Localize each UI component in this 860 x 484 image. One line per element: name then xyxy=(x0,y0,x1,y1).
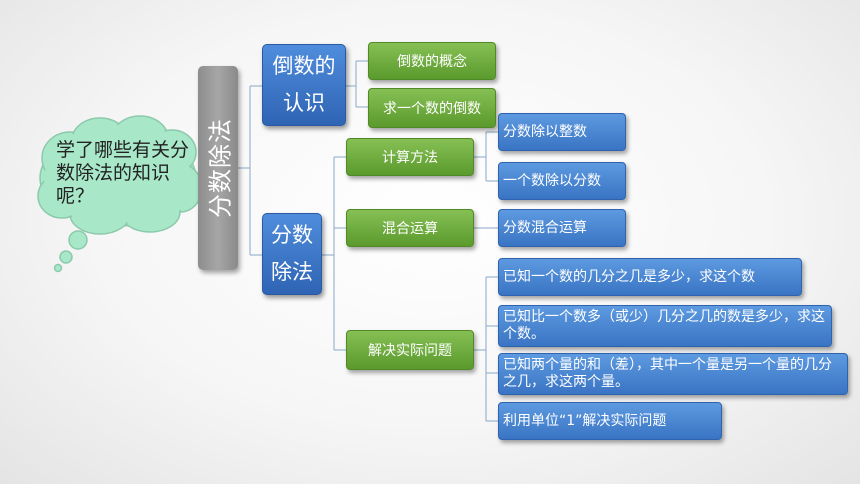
bubble-dot-small xyxy=(53,263,63,273)
leaf-number-div-fraction-label: 一个数除以分数 xyxy=(503,172,601,189)
root-node: 分数除法 xyxy=(198,66,238,270)
leaf-problem-1: 已知一个数的几分之几是多少，求这个数 xyxy=(498,258,802,296)
branch-fraction-division-label: 分数除法 xyxy=(271,223,313,284)
topic-word-problems-label: 解决实际问题 xyxy=(368,343,452,359)
leaf-problem-2: 已知比一个数多（或少）几分之几的数是多少，求这个数。 xyxy=(498,305,832,347)
leaf-problem-3: 已知两个量的和（差），其中一个量是另一个量的几分之几，求这两个量。 xyxy=(498,353,848,395)
branch-reciprocal: 倒数的认识 xyxy=(262,44,346,126)
leaf-problem-1-label: 已知一个数的几分之几是多少，求这个数 xyxy=(503,268,755,285)
topic-mixed-operations-label: 混合运算 xyxy=(382,221,438,237)
node-reciprocal-concept-label: 倒数的概念 xyxy=(397,54,467,70)
node-find-reciprocal: 求一个数的倒数 xyxy=(368,88,496,128)
question-text: 学了哪些有关分数除法的知识呢？ xyxy=(56,139,190,207)
bubble-dot-medium xyxy=(59,250,73,264)
branch-reciprocal-label: 倒数的认识 xyxy=(272,54,336,115)
leaf-mixed-fraction-ops: 分数混合运算 xyxy=(498,209,626,247)
leaf-problem-3-label: 已知两个量的和（差），其中一个量是另一个量的几分之几，求这两个量。 xyxy=(503,357,832,390)
topic-calculation-method-label: 计算方法 xyxy=(382,150,438,166)
leaf-problem-4: 利用单位“1”解决实际问题 xyxy=(498,402,722,440)
leaf-problem-4-label: 利用单位“1”解决实际问题 xyxy=(503,412,667,429)
bubble-dot-large xyxy=(68,230,88,250)
node-reciprocal-concept: 倒数的概念 xyxy=(368,42,496,80)
topic-calculation-method: 计算方法 xyxy=(346,138,474,176)
topic-mixed-operations: 混合运算 xyxy=(346,209,474,247)
leaf-number-div-fraction: 一个数除以分数 xyxy=(498,162,626,200)
leaf-fraction-div-integer-label: 分数除以整数 xyxy=(503,123,587,140)
leaf-mixed-fraction-ops-label: 分数混合运算 xyxy=(503,219,587,236)
branch-fraction-division: 分数除法 xyxy=(262,213,322,295)
leaf-fraction-div-integer: 分数除以整数 xyxy=(498,113,626,151)
topic-word-problems: 解决实际问题 xyxy=(346,330,474,370)
node-find-reciprocal-label: 求一个数的倒数 xyxy=(383,101,481,117)
leaf-problem-2-label: 已知比一个数多（或少）几分之几的数是多少，求这个数。 xyxy=(503,309,825,342)
root-label: 分数除法 xyxy=(206,118,235,218)
